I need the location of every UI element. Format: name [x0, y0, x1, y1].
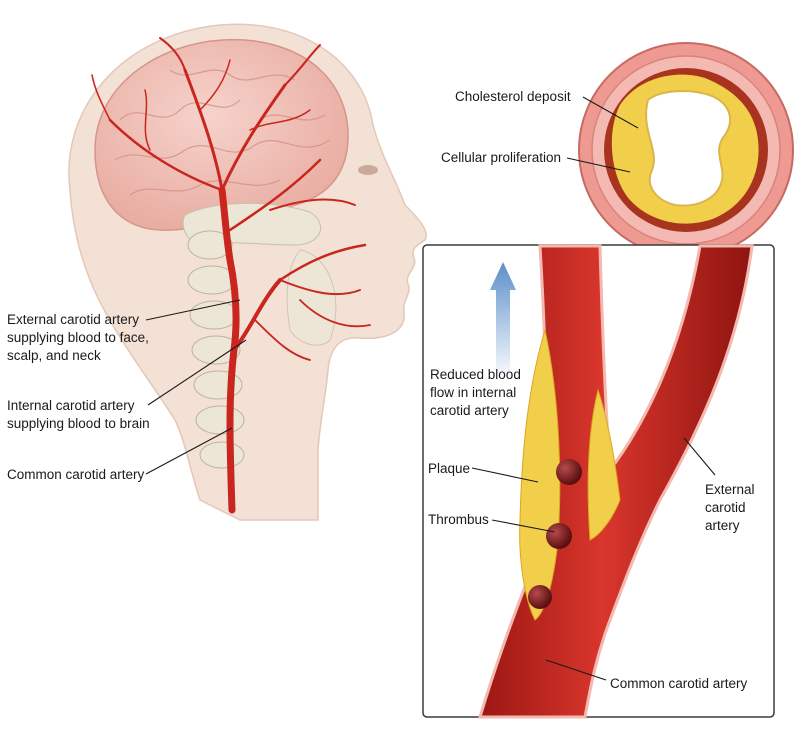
thrombus-3	[528, 585, 552, 609]
head-illustration	[68, 23, 427, 521]
artery-cross-section	[578, 42, 794, 258]
plaque-right	[587, 388, 621, 541]
jaw-bone	[286, 249, 337, 346]
inset-bifurcation	[477, 244, 754, 719]
label-cholesterol-deposit: Cholesterol deposit	[455, 89, 571, 104]
label-thrombus: Thrombus	[428, 512, 489, 527]
label-cellular-proliferation: Cellular proliferation	[441, 150, 562, 165]
label-external-carotid-supply: External carotid artery supplying blood …	[7, 312, 149, 363]
label-common-carotid-inset: Common carotid artery	[610, 676, 748, 691]
label-plaque: Plaque	[428, 461, 471, 476]
flow-arrow	[490, 262, 516, 375]
eye	[358, 165, 378, 175]
lumen	[645, 90, 732, 207]
label-internal-carotid-supply: Internal carotid artery supplying blood …	[7, 398, 150, 431]
label-common-carotid-left: Common carotid artery	[7, 467, 145, 482]
thrombus-1	[556, 459, 582, 485]
leader-lines	[145, 96, 716, 681]
head-arteries	[91, 37, 371, 514]
thrombus-2	[546, 523, 572, 549]
plaque-left	[519, 329, 561, 621]
label-external-carotid-right: External carotid artery	[705, 482, 755, 533]
label-reduced-flow: Reduced blood flow in internal carotid a…	[430, 367, 521, 418]
